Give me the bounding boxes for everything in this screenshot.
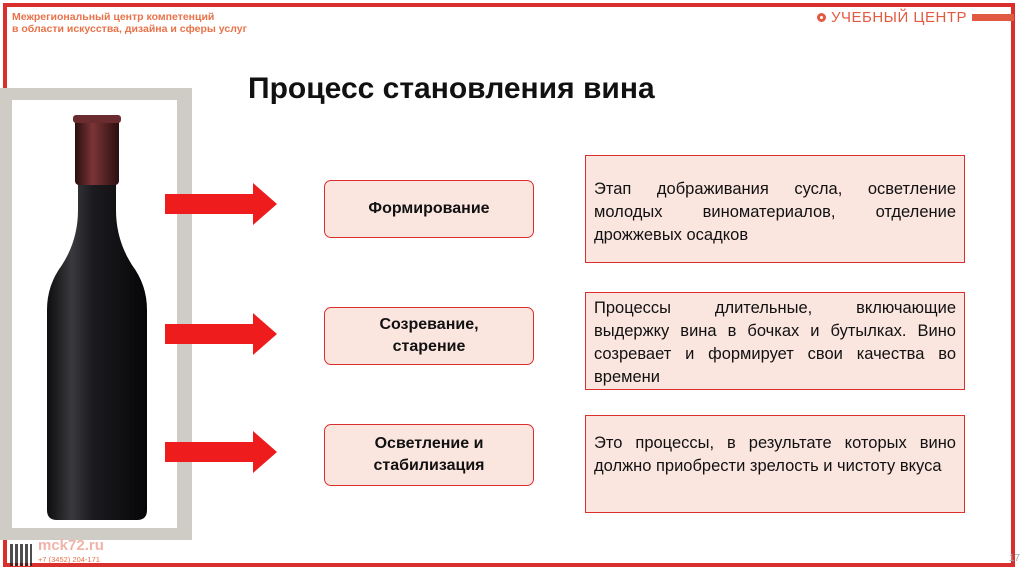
right-arrow-icon xyxy=(165,431,277,473)
stage-box-maturation: Созревание, старение xyxy=(324,307,534,365)
brand-logo: УЧЕБНЫЙ ЦЕНТР xyxy=(816,9,1014,26)
stage-description-formation: Этап дображивания сусла, осветление моло… xyxy=(585,155,965,263)
brand-tag-icon xyxy=(972,14,1014,21)
org-line-2: в области искусства, дизайна и сферы усл… xyxy=(12,23,247,35)
bottle-photo xyxy=(12,100,177,528)
right-arrow-icon xyxy=(165,183,277,225)
stage-description-maturation: Процессы длительные, включающие выдержку… xyxy=(585,292,965,390)
brand-circle-icon xyxy=(816,13,826,22)
bottle-photo-frame xyxy=(0,88,192,540)
right-arrow-icon xyxy=(165,313,277,355)
org-line-1: Межрегиональный центр компетенций xyxy=(12,11,215,23)
organization-name: Межрегиональный центр компетенций в обла… xyxy=(12,11,247,35)
wine-bottle-image xyxy=(47,115,147,520)
qr-code-icon xyxy=(10,544,32,566)
stage-description-stabilization: Это процессы, в результате которых вино … xyxy=(585,415,965,513)
footer-phone: +7 (3452) 204-171 xyxy=(38,555,100,564)
stage-box-formation: Формирование xyxy=(324,180,534,238)
slide-title: Процесс становления вина xyxy=(248,72,655,105)
footer-site: mck72.ru xyxy=(38,537,104,554)
page-number: 17 xyxy=(1008,553,1020,564)
brand-text: УЧЕБНЫЙ ЦЕНТР xyxy=(830,9,967,26)
stage-box-stabilization: Осветление и стабилизация xyxy=(324,424,534,486)
